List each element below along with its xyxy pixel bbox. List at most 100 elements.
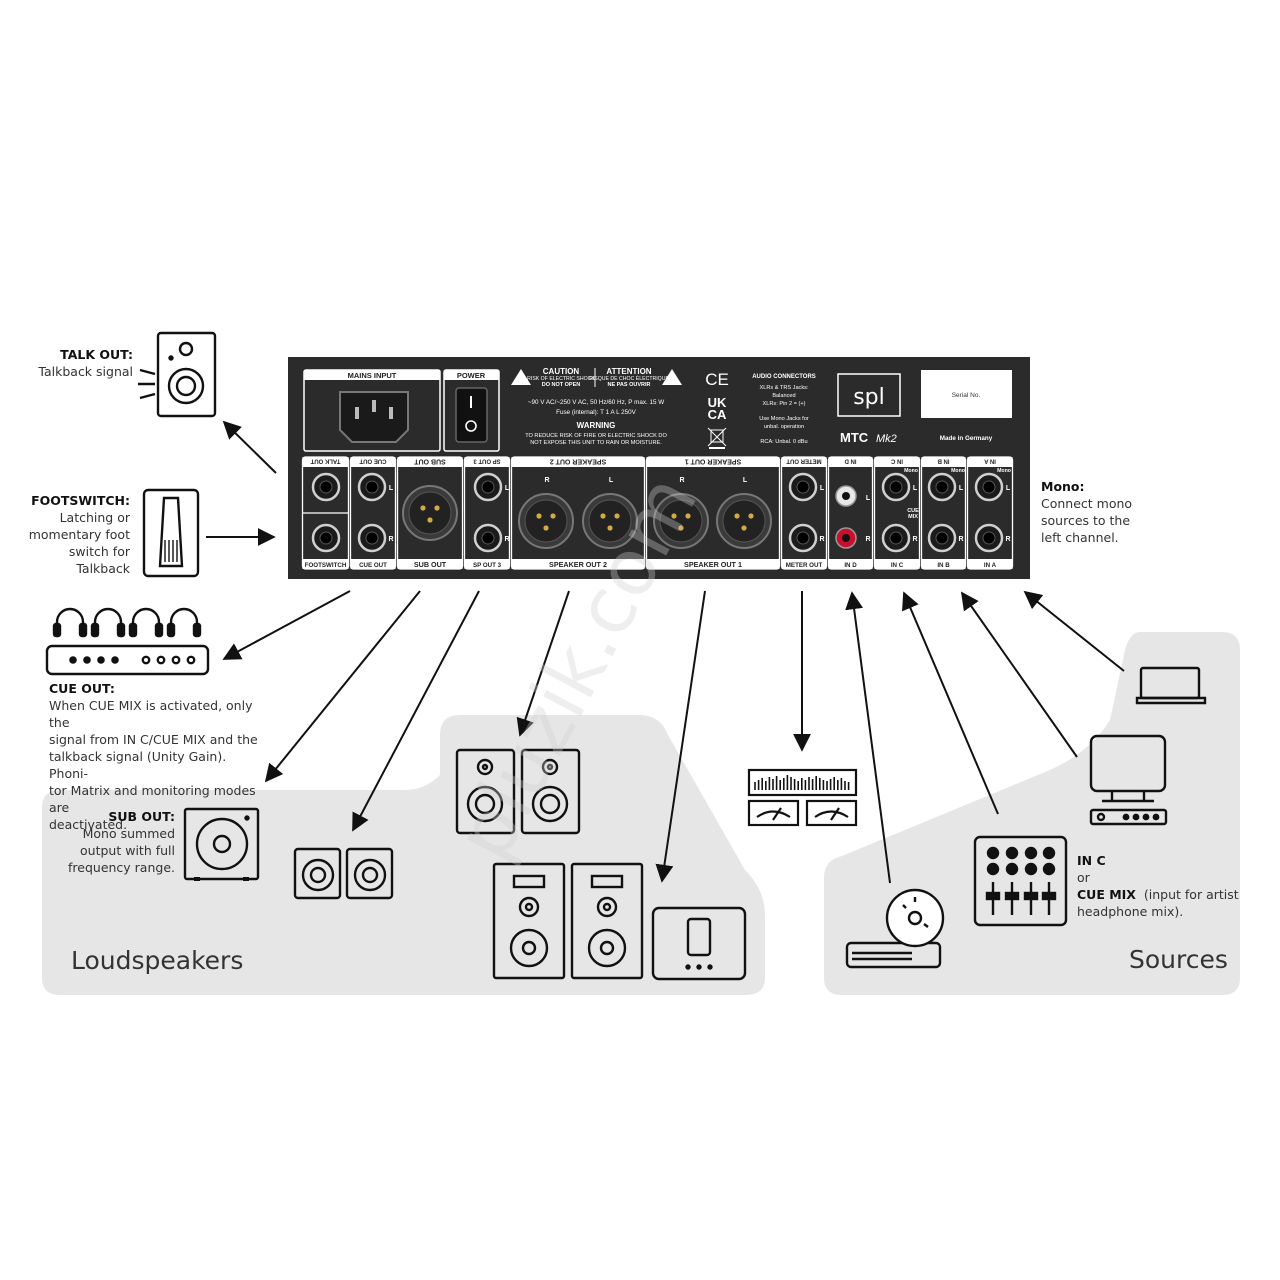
signal-arrows [206,420,1125,884]
jack-hole [982,531,996,545]
loudspeakers-region-label: Loudspeakers [71,946,244,975]
xlr-inner [722,499,766,543]
jack-hole [982,480,996,494]
xlr-pin [748,513,754,519]
section-top-label: CUE OUT [359,458,386,464]
channel-label: R [504,536,509,543]
mixer-knob [1005,862,1019,876]
jack-hole [481,480,495,494]
section-bottom-label: METER OUT [786,562,823,569]
section-top-label: IN A [983,458,995,464]
xlr-pin [678,525,684,531]
section-bottom-label: SPEAKER OUT 2 [549,560,607,569]
cue-out-annotation: CUE OUT: When CUE MIX is activated, only… [49,680,269,833]
section-top-label: SPEAKER OUT 1 [685,458,742,465]
channel-label: R [679,477,684,484]
rca-hole [842,534,850,542]
cue-mix-label: MIX [908,514,918,520]
svg-text:WARNING: WARNING [577,421,616,430]
connector-section-header [781,457,827,467]
connector-section-footer [781,559,827,569]
arrow-speaker-out-1 [655,590,706,883]
connector-section-header [397,457,463,467]
headphones-icon [93,607,123,632]
jack-hole [365,531,379,545]
channel-label: L [959,485,964,492]
xlr-pin [550,513,556,519]
arrow-speaker-out-2 [516,590,570,737]
sources-region-label: Sources [1129,945,1228,974]
xlr-pin [614,513,620,519]
xlr-inner [408,491,452,535]
ear-cup [116,622,126,638]
sources-region [824,632,1240,995]
mono-tag: Mono [951,468,965,474]
xlr-pin [607,525,613,531]
ce-mark-icon: CE [705,370,729,389]
svg-text:Fuse (internal): T 1 A L 250V: Fuse (internal): T 1 A L 250V [556,409,636,416]
section-bottom-label: SP OUT 3 [473,562,502,569]
svg-text:CA: CA [708,407,727,422]
section-top-label: TALK OUT [310,458,340,464]
model-text: MTC [840,430,869,445]
ear-cup [78,622,88,638]
svg-text:Use Mono Jacks for: Use Mono Jacks for [759,416,809,422]
connector-section-footer [350,559,396,569]
mixer-knob [1024,846,1038,860]
xlr-pin [543,525,549,531]
mono-title: Mono: [1041,479,1085,494]
section-bottom-label: SUB OUT [414,560,447,569]
mono-tag: Mono [904,468,918,474]
section-bottom-label: IN D [844,562,857,569]
connector-section-header [874,457,920,467]
channel-label: L [389,485,394,492]
talkback-speaker-icon [138,331,217,418]
jack-hole [319,480,333,494]
arrow-in-d [845,591,891,884]
footswitch-icon [142,488,200,578]
section-bottom-label: IN C [891,562,904,569]
svg-text:ATTENTION: ATTENTION [606,367,651,376]
sub-out-title: SUB OUT: [108,809,175,824]
channel-label: R [544,477,549,484]
connector-section-header [511,457,645,467]
section-bottom-label: IN B [937,562,950,569]
svg-text:Serial No.: Serial No. [952,392,981,399]
subwoofer-icon [183,807,260,881]
jack-hole [935,531,949,545]
svg-text:RISQUE DE CHOC ÉLECTRIQUE: RISQUE DE CHOC ÉLECTRIQUE [589,375,669,382]
channel-label: R [958,536,963,543]
svg-text:~90 V AC/~250 V AC, 50 Hz/60 H: ~90 V AC/~250 V AC, 50 Hz/60 Hz, P max. … [528,399,664,406]
svg-text:NOT EXPOSE THIS UNIT TO RAIN O: NOT EXPOSE THIS UNIT TO RAIN OR MOISTURE… [530,440,662,446]
channel-label: L [743,477,748,484]
connector-section-footer [828,559,873,569]
cue-mix-title: CUE MIX [1077,887,1136,902]
xlr-pin [734,513,740,519]
svg-text:Made in Germany: Made in Germany [940,435,993,442]
power-switch[interactable] [455,387,488,443]
channel-label: L [1006,485,1011,492]
svg-text:RCA: Unbal. 0 dBu: RCA: Unbal. 0 dBu [760,439,807,445]
channel-label: R [388,536,393,543]
ear-cup [192,622,202,638]
section-bottom-label: CUE OUT [359,562,387,569]
connector-section-footer [646,559,780,569]
connector-section-footer [464,559,510,569]
xlr-pin [420,505,426,511]
meter-icon [747,768,858,827]
connector-section-footer [302,559,349,569]
mixer-icon [973,835,1068,927]
headphone-amp-icon [45,607,210,676]
iec-socket [339,391,409,443]
connector-section-footer [397,559,463,569]
svg-text:XLRs: Pin 2 = (+): XLRs: Pin 2 = (+) [763,401,806,407]
jack-hole [889,480,903,494]
connector-section-header [350,457,396,467]
small-monitors-icon [293,847,394,900]
svg-text:RISK OF ELECTRIC SHOCK: RISK OF ELECTRIC SHOCK [527,376,595,382]
channel-label: L [820,485,825,492]
section-bottom-label: IN A [984,562,997,569]
arrow-in-c [902,591,999,815]
power-label: POWER [457,371,486,380]
